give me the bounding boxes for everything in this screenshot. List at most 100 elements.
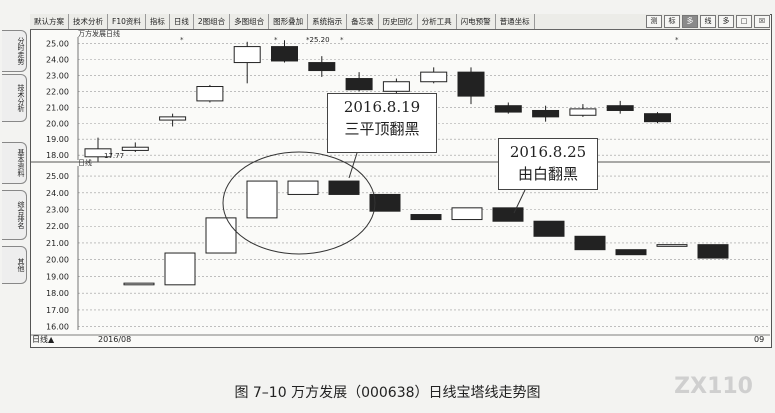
tab-basics[interactable]: 基本资料 bbox=[2, 142, 27, 184]
candle-1-9 bbox=[492, 207, 524, 222]
candle-1-0 bbox=[123, 282, 155, 286]
candle-1-11 bbox=[574, 235, 606, 251]
candle-1-5 bbox=[328, 180, 360, 195]
callout-aug19-pointer bbox=[348, 152, 358, 179]
y-tick-0-1: 19.00 bbox=[46, 135, 69, 144]
highlight-ellipse bbox=[222, 151, 376, 255]
y-tick-1-8: 24.00 bbox=[46, 189, 69, 198]
candle-0-0 bbox=[84, 148, 112, 158]
candle-1-12 bbox=[615, 249, 647, 256]
figure-caption: 图 7–10 万方发展（000638）日线宝塔线走势图 bbox=[234, 385, 541, 401]
candle-0-6 bbox=[308, 62, 336, 72]
toolbar-item-3[interactable]: 指标 bbox=[146, 14, 170, 29]
y-tick-0-4: 22.00 bbox=[46, 87, 69, 96]
candle-0-12 bbox=[532, 109, 560, 118]
tab-ranking[interactable]: 综合排名 bbox=[2, 190, 27, 240]
callout-aug19-date: 2016.8.19 bbox=[343, 98, 421, 116]
y-tick-0-5: 23.00 bbox=[46, 71, 69, 80]
toolbar-item-0[interactable]: 默认方案 bbox=[30, 14, 69, 29]
x-axis-date-label: 2016/08 bbox=[98, 335, 131, 344]
candle-1-7 bbox=[410, 214, 442, 221]
toolbar-item-5[interactable]: 2图组合 bbox=[194, 14, 231, 29]
callout-aug25-text: 由白翻黑 bbox=[517, 165, 578, 183]
multi-button[interactable]: 多 bbox=[682, 15, 698, 28]
toolbar-item-11[interactable]: 分析工具 bbox=[418, 14, 457, 29]
panel-title-0: 万方发展日线 bbox=[78, 29, 120, 38]
toolbar-item-4[interactable]: 日线 bbox=[170, 14, 194, 29]
restore-button[interactable]: □ bbox=[736, 15, 752, 28]
callout-aug19-text: 三平顶翻黑 bbox=[344, 120, 420, 138]
callout-aug25-pointer bbox=[513, 189, 526, 214]
watermark: ZX110 bbox=[674, 374, 753, 399]
candle-1-6 bbox=[369, 193, 401, 212]
candle-0-2 bbox=[159, 116, 187, 121]
candle-0-4 bbox=[233, 46, 261, 64]
toolbar-item-7[interactable]: 图形叠加 bbox=[269, 14, 309, 29]
chart-frame bbox=[30, 14, 772, 348]
tab-other[interactable]: 其他 bbox=[2, 246, 27, 284]
toolbar-item-13[interactable]: 普通坐标 bbox=[496, 14, 535, 29]
toolbar-item-6[interactable]: 多图组合 bbox=[230, 14, 270, 29]
low-price-label: 17.77 bbox=[104, 152, 124, 160]
toolbar-item-2[interactable]: F10资料 bbox=[108, 14, 146, 29]
candle-1-13 bbox=[656, 244, 688, 247]
toolbar-item-12[interactable]: 闪电预警 bbox=[457, 14, 496, 29]
toolbar-item-8[interactable]: 系统指示 bbox=[308, 14, 348, 29]
candle-1-10 bbox=[533, 220, 565, 237]
candle-0-15 bbox=[644, 113, 671, 123]
candle-0-9 bbox=[420, 71, 448, 83]
y-tick-0-3: 21.00 bbox=[46, 103, 69, 112]
x-axis-period-label: 日线▲ bbox=[32, 334, 55, 344]
candle-1-8 bbox=[451, 207, 483, 221]
toolbar-item-1[interactable]: 技术分析 bbox=[69, 14, 108, 29]
x-axis-right-label: 09 bbox=[754, 335, 764, 344]
y-tick-1-5: 21.00 bbox=[46, 239, 69, 248]
event-marker-3: * bbox=[675, 36, 679, 44]
y-tick-1-6: 22.00 bbox=[46, 222, 69, 231]
y-tick-1-3: 19.00 bbox=[46, 272, 69, 281]
candle-1-14 bbox=[697, 244, 729, 259]
toolbar-right-buttons: 测 标 多 线 多 □ ☒ bbox=[644, 15, 770, 28]
y-tick-0-6: 24.00 bbox=[46, 55, 69, 64]
mark-button[interactable]: 标 bbox=[664, 15, 680, 28]
candle-0-11 bbox=[494, 105, 522, 113]
callout-aug25: 2016.8.25 由白翻黑 bbox=[498, 138, 598, 190]
y-tick-0-0: 18.00 bbox=[46, 151, 69, 160]
left-tab-strip: 分时走势 技术分析 基本资料 综合排名 其他 bbox=[2, 30, 28, 346]
y-tick-1-1: 17.00 bbox=[46, 306, 69, 315]
candle-0-14 bbox=[606, 105, 634, 111]
toolbar-item-9[interactable]: 备忘录 bbox=[347, 14, 379, 29]
tab-intraday[interactable]: 分时走势 bbox=[2, 30, 27, 72]
measure-button[interactable]: 测 bbox=[646, 15, 662, 28]
y-tick-1-2: 18.00 bbox=[46, 289, 69, 298]
multi-window-button[interactable]: 多 bbox=[718, 15, 734, 28]
tab-technical[interactable]: 技术分析 bbox=[2, 74, 27, 122]
event-marker-0: * bbox=[180, 36, 184, 44]
candle-0-7 bbox=[345, 78, 373, 91]
callout-aug19: 2016.8.19 三平顶翻黑 bbox=[327, 93, 437, 153]
candle-1-2 bbox=[205, 217, 237, 254]
close-button[interactable]: ☒ bbox=[754, 15, 770, 28]
candle-0-8 bbox=[382, 81, 410, 92]
candle-0-10 bbox=[457, 71, 485, 97]
line-button[interactable]: 线 bbox=[700, 15, 716, 28]
candle-0-5 bbox=[271, 46, 298, 62]
y-tick-0-7: 25.00 bbox=[46, 39, 69, 48]
candle-0-1 bbox=[121, 146, 149, 151]
candle-0-13 bbox=[569, 108, 597, 116]
y-tick-1-0: 16.00 bbox=[46, 323, 69, 332]
event-marker-1: * bbox=[274, 36, 278, 44]
candle-0-3 bbox=[196, 86, 224, 102]
candle-1-1 bbox=[164, 252, 196, 286]
y-tick-0-2: 20.00 bbox=[46, 119, 69, 128]
candle-1-3 bbox=[246, 180, 278, 219]
candle-1-4 bbox=[287, 180, 319, 195]
panel-title-1: 日线 bbox=[78, 158, 92, 167]
toolbar-item-10[interactable]: 历史回忆 bbox=[379, 14, 418, 29]
toolbar: 默认方案 技术分析 F10资料 指标 日线 2图组合 多图组合 图形叠加 系统指… bbox=[30, 14, 770, 30]
high-price-label: *25.20 bbox=[306, 36, 330, 44]
y-tick-1-7: 23.00 bbox=[46, 206, 69, 215]
callout-aug25-date: 2016.8.25 bbox=[509, 143, 587, 161]
y-tick-1-4: 20.00 bbox=[46, 256, 69, 265]
